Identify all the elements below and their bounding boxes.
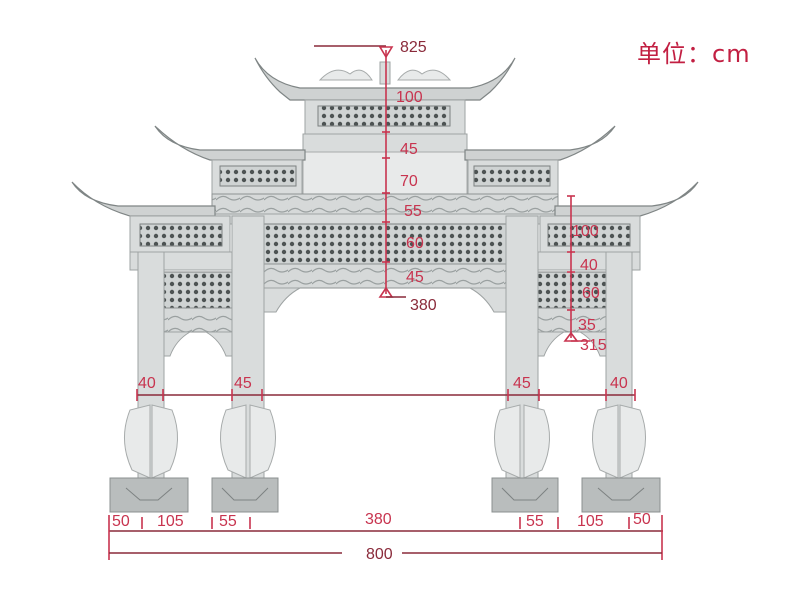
dim-label: 100 — [572, 223, 599, 240]
base-inner-left — [211, 477, 279, 513]
side-roof-right — [539, 181, 699, 253]
total-height-label: 825 — [400, 39, 427, 56]
dim-label: 70 — [400, 173, 418, 190]
upper-lintel — [302, 133, 468, 153]
base-outer-left — [109, 477, 189, 513]
dim-label: 40 — [138, 375, 156, 392]
dim-label: 55 — [219, 513, 237, 530]
center-vertical-dimension: 825 100 45 70 55 60 45 380 — [314, 39, 437, 314]
pillar-width-dimension: 40 45 45 40 — [136, 375, 636, 401]
dim-label: 50 — [112, 513, 130, 530]
main-lintel — [211, 193, 559, 215]
dim-label: 60 — [582, 285, 600, 302]
middle-roof-left — [154, 125, 306, 195]
dim-label: 45 — [513, 375, 531, 392]
side-vertical-dimension: 100 40 60 35 315 — [563, 195, 607, 354]
dim-label: 50 — [633, 511, 651, 528]
central-carved-beam — [263, 263, 507, 289]
central-lattice-panel — [263, 223, 507, 265]
dim-label: 100 — [396, 89, 423, 106]
dim-label: 45 — [400, 141, 418, 158]
name-plaque-panel — [302, 151, 468, 195]
base-width-dimension: 50 105 55 380 55 105 50 800 — [108, 511, 663, 563]
archway-structure — [71, 57, 699, 513]
dim-label: 55 — [526, 513, 544, 530]
dim-label: 60 — [406, 235, 424, 252]
dim-label: 40 — [580, 257, 598, 274]
middle-roof-right — [464, 125, 616, 195]
dim-label: 105 — [577, 513, 604, 530]
total-width-label: 800 — [366, 546, 393, 563]
side-opening-height-label: 315 — [580, 337, 607, 354]
top-roof — [254, 57, 516, 135]
dim-label: 55 — [404, 203, 422, 220]
dim-label: 35 — [578, 317, 596, 334]
base-inner-right — [491, 477, 559, 513]
dim-label: 380 — [365, 511, 392, 528]
dim-label: 45 — [234, 375, 252, 392]
left-lattice-panel — [163, 271, 233, 309]
dim-label: 105 — [157, 513, 184, 530]
side-roof-left — [71, 181, 231, 253]
unit-label: 单位：cm — [637, 40, 751, 68]
center-opening-height-label: 380 — [410, 297, 437, 314]
dim-label: 40 — [610, 375, 628, 392]
dim-label: 45 — [406, 269, 424, 286]
base-outer-right — [581, 477, 661, 513]
